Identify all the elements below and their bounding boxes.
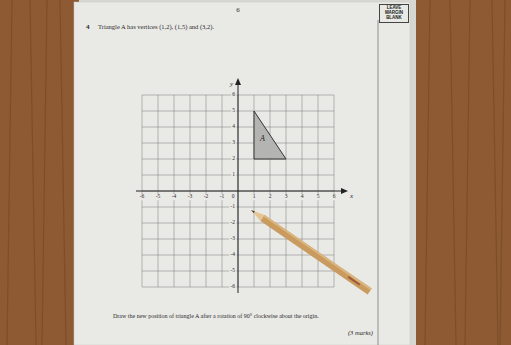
triangle-outline	[254, 111, 286, 159]
tick-label: 1	[231, 172, 236, 178]
tick-label: 1	[252, 194, 257, 200]
wood-grain	[500, 0, 505, 345]
wood-grain	[492, 0, 498, 345]
tick-label: -1	[219, 194, 226, 200]
tick-label: 2	[268, 194, 273, 200]
tick-label: -2	[229, 220, 236, 226]
pencil-print	[348, 276, 361, 286]
printed-text: 4	[85, 24, 91, 31]
printed-text: x	[349, 193, 354, 200]
x-axis	[136, 191, 344, 192]
tick-label: -4	[229, 252, 236, 258]
margin-line	[378, 20, 379, 345]
wood-grain	[465, 0, 470, 345]
tick-label: -5	[155, 194, 162, 200]
tick-label: 3	[231, 140, 236, 146]
printed-text: Draw the new position of triangle A afte…	[112, 313, 320, 319]
margin-note: LEAVE MARGIN BLANK	[382, 6, 406, 21]
axis-arrowhead	[341, 188, 348, 194]
margin-box: LEAVE MARGIN BLANK	[379, 4, 409, 23]
tick-label: 4	[231, 124, 236, 130]
printed-text: (3 marks)	[347, 330, 374, 337]
tick-label: -6	[139, 194, 146, 200]
wood-grain	[450, 0, 456, 345]
exam-sheet	[74, 2, 410, 345]
printed-text: 6	[235, 7, 241, 14]
printed-text: y	[229, 81, 234, 88]
shape-label: A	[260, 135, 265, 143]
triangle-fill	[254, 111, 286, 159]
printed-text: Triangle A has vertices (1,2), (1,5) and…	[97, 24, 215, 31]
tick-label: 5	[231, 108, 236, 114]
y-axis	[238, 82, 239, 293]
tick-label: -3	[229, 236, 236, 242]
wood-grain	[60, 0, 66, 345]
tick-label: 3	[284, 194, 289, 200]
tick-label: 0	[231, 194, 236, 200]
pencil-body	[260, 215, 371, 295]
tick-label: -1	[229, 204, 236, 210]
triangle-shape: A	[254, 111, 286, 159]
tick-label: -4	[171, 194, 178, 200]
pencil-highlight	[263, 215, 371, 290]
tick-label: -6	[229, 284, 236, 290]
pencil	[249, 207, 372, 294]
wood-grain	[42, 0, 47, 345]
tick-label: 2	[231, 156, 236, 162]
tick-label: 4	[300, 194, 305, 200]
tick-label: -2	[203, 194, 210, 200]
tick-label: 6	[231, 92, 236, 98]
axis-arrowhead	[235, 78, 241, 85]
wood-grain	[425, 0, 430, 345]
tick-label: 6	[332, 194, 337, 200]
wood-grain	[7, 0, 12, 345]
tick-label: 5	[316, 194, 321, 200]
tick-label: -5	[229, 268, 236, 274]
pencil-lead	[250, 209, 254, 213]
tick-label: -3	[187, 194, 194, 200]
wood-grain	[30, 0, 36, 345]
